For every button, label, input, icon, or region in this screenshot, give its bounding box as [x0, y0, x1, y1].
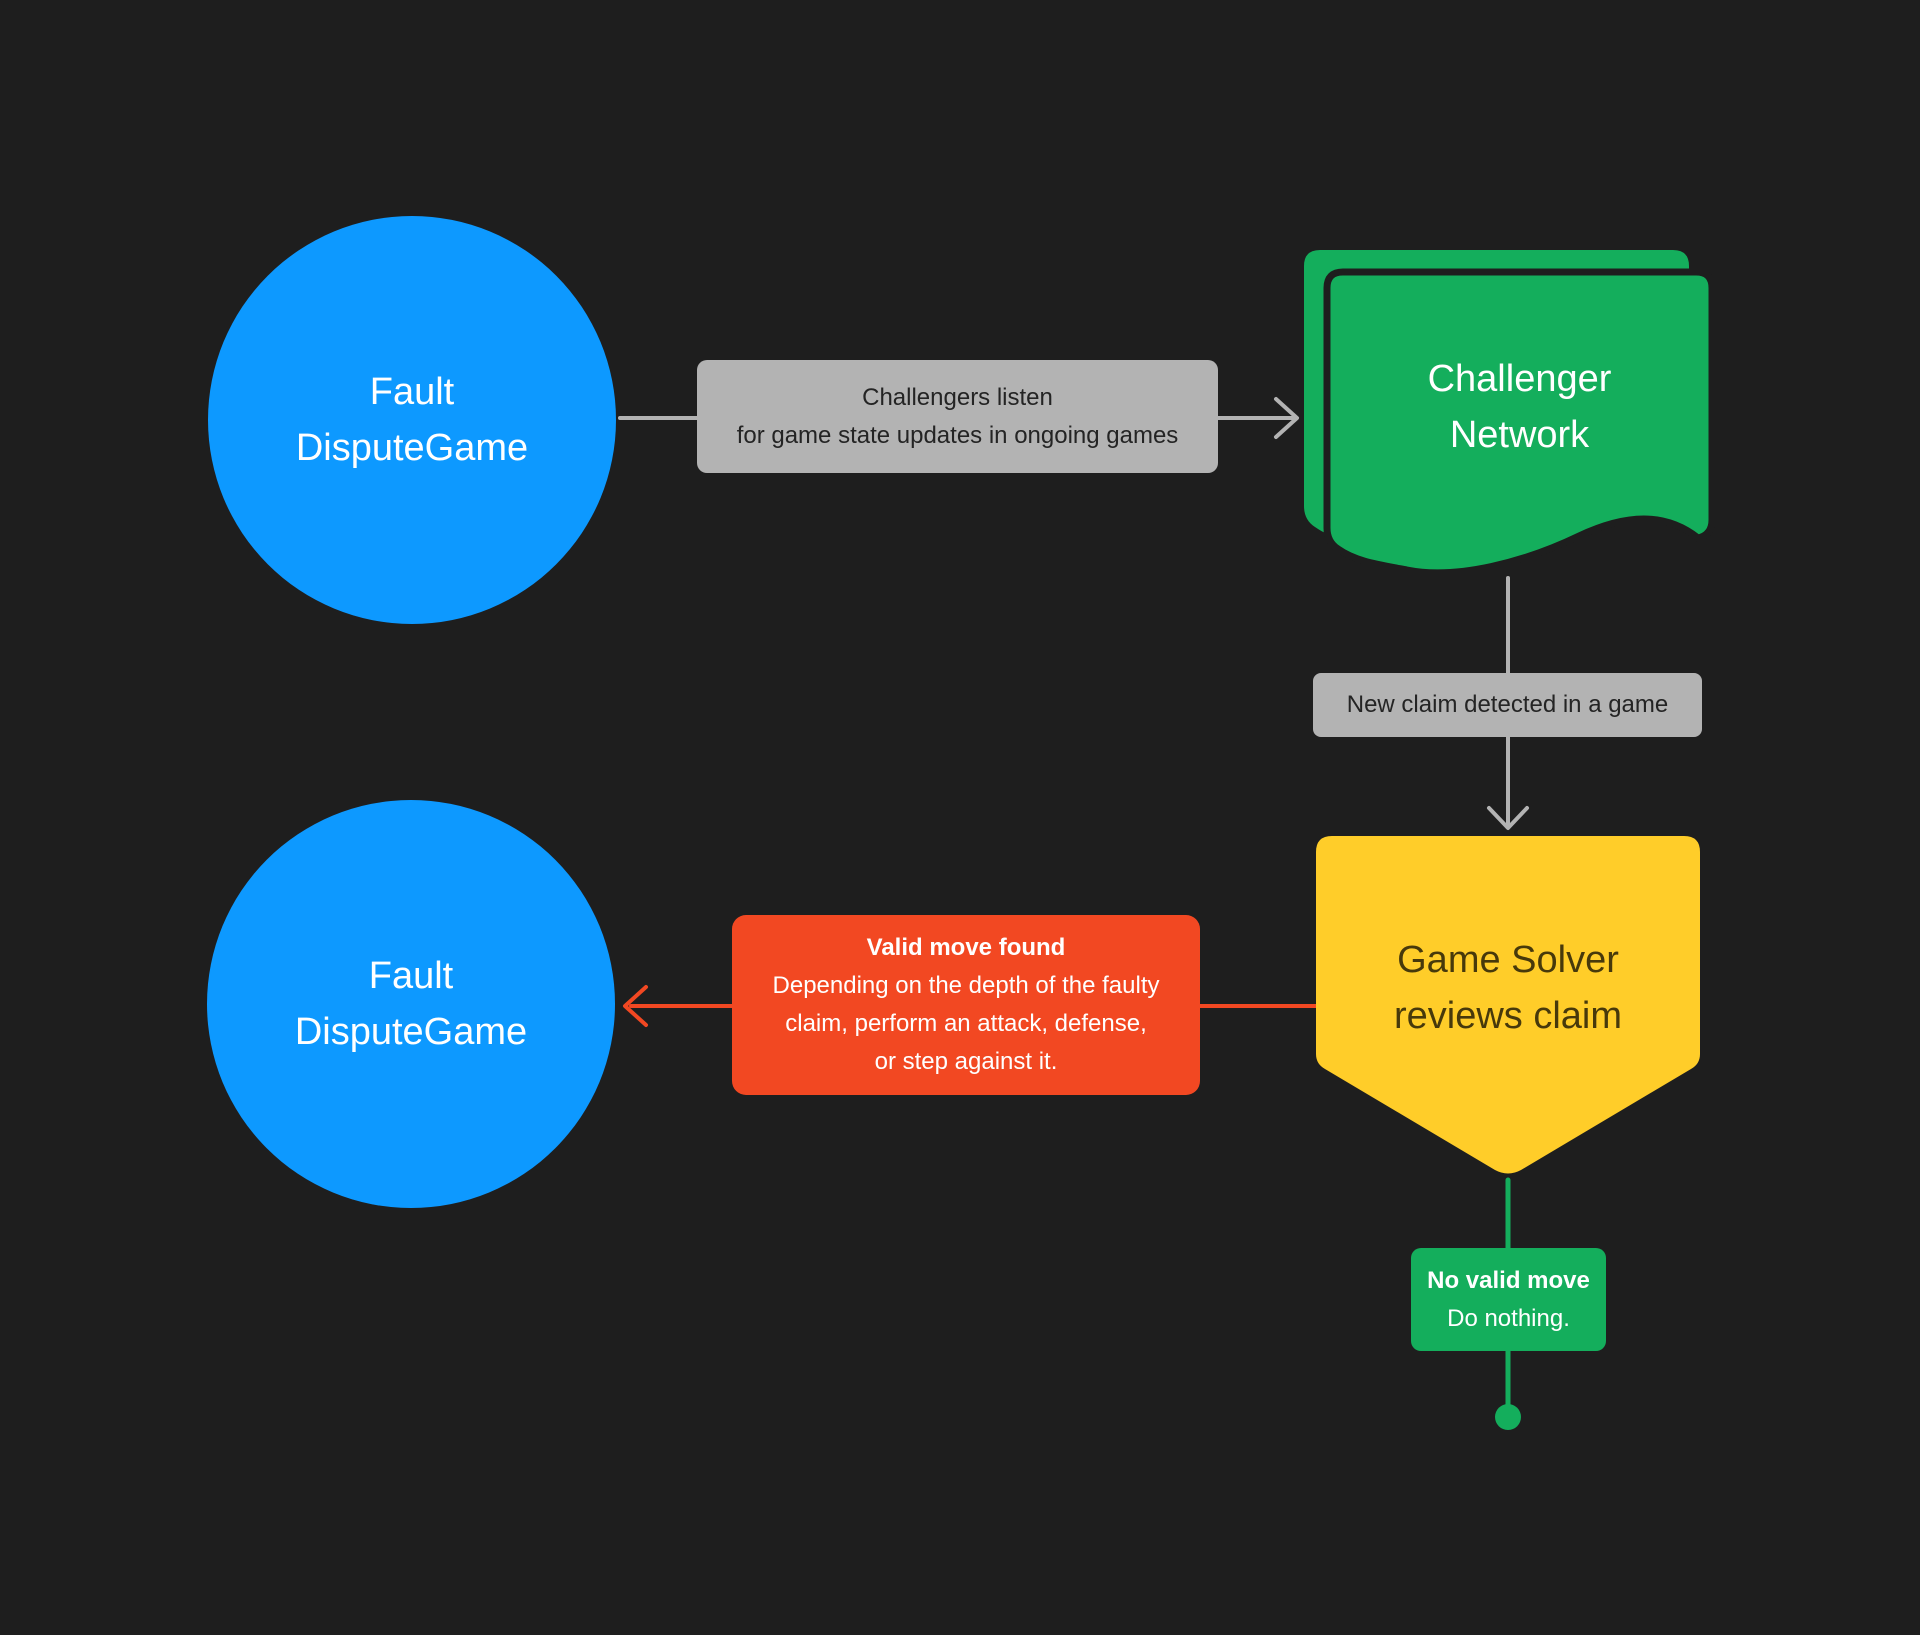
node-challenger-network: Challenger Network — [1304, 250, 1716, 590]
callout-valid-move-line: Depending on the depth of the faulty — [772, 972, 1160, 999]
node-challenger-network-text: Challenger Network — [1327, 272, 1712, 542]
callout-no-valid-move: No valid move Do nothing. — [1411, 1248, 1606, 1351]
node-label-line: Game Solver — [1397, 939, 1619, 981]
node-label-line: Challenger — [1427, 358, 1612, 400]
node-label-line: Network — [1449, 414, 1590, 456]
edge-label-challengers-listen: Challengers listen for game state update… — [697, 360, 1218, 473]
callout-valid-move-line: claim, perform an attack, defense, — [785, 1010, 1147, 1037]
pentagon-shape — [1316, 836, 1700, 1174]
node-fault-dispute-game-top: Fault DisputeGame — [208, 216, 616, 624]
arrowhead-right-icon — [1274, 397, 1299, 439]
arrowhead-left-icon — [623, 985, 648, 1027]
terminal-dot-icon — [1495, 1404, 1521, 1430]
callout-valid-move-line: or step against it. — [874, 1048, 1058, 1075]
node-game-solver-text: Game Solver reviews claim — [1316, 836, 1700, 1178]
arrowhead-down-icon — [1487, 806, 1529, 830]
node-label-line: Fault — [369, 371, 455, 413]
edge-label-line: Challengers listen — [862, 383, 1053, 411]
pentagon-shape-icon — [1316, 836, 1700, 1174]
node-label-line: Fault — [368, 955, 454, 997]
callout-no-valid-move-title: No valid move — [1427, 1266, 1590, 1294]
document-front-sheet — [1323, 268, 1716, 577]
node-fault-dispute-game-bottom: Fault DisputeGame — [207, 800, 615, 1208]
edge-label-line: for game state updates in ongoing games — [736, 421, 1179, 449]
node-label-line: DisputeGame — [294, 1011, 528, 1053]
edge-label-new-claim: New claim detected in a game — [1313, 673, 1702, 737]
node-label-line: reviews claim — [1393, 995, 1623, 1037]
callout-no-valid-move-body: Do nothing. — [1447, 1304, 1570, 1332]
document-shape-icon — [1304, 250, 1716, 577]
node-game-solver: Game Solver reviews claim — [1316, 836, 1700, 1178]
callout-valid-move: Valid move found Depending on the depth … — [732, 915, 1200, 1095]
node-label-line: DisputeGame — [295, 427, 529, 469]
callout-valid-move-title: Valid move found — [866, 934, 1066, 961]
edge-label-line: New claim detected in a game — [1346, 691, 1669, 718]
